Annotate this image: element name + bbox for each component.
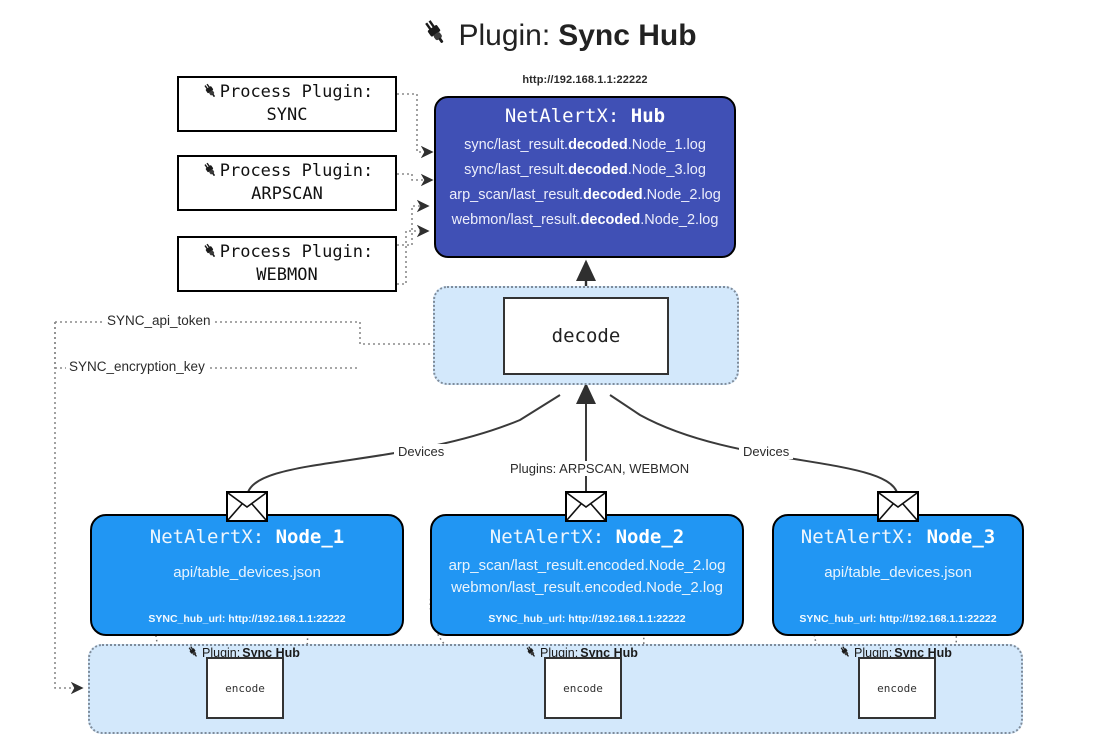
node-title: NetAlertX: Node_1 [92, 526, 402, 548]
node-title-prefix: NetAlertX: [149, 526, 265, 548]
hub-title-name: Hub [630, 105, 666, 127]
node-content-line: arp_scan/last_result.encoded.Node_2.log [448, 557, 726, 574]
edge-label-devices-left: Devices [394, 444, 449, 459]
page-title-prefix: Plugin: [458, 18, 551, 52]
process-plugin-name: WEBMON [256, 265, 318, 285]
encoder-label-prefix: Plugin: [202, 646, 241, 660]
node-footer: SYNC_hub_url: http://192.168.1.1:22222 [148, 613, 346, 625]
edge-label-plugins: Plugins: ARPSCAN, WEBMON [506, 461, 694, 476]
encode-box-3[interactable]: encode [858, 657, 936, 719]
encoder-label-prefix: Plugin: [854, 646, 893, 660]
hub-log-post: .Node_3.log [627, 161, 706, 178]
envelope-icon [226, 491, 268, 522]
hub-log-pre: webmon/last_result. [451, 211, 581, 228]
encoder-label-prefix: Plugin: [540, 646, 579, 660]
process-plugin-arpscan[interactable]: Process Plugin: ARPSCAN [177, 155, 397, 211]
hub-log-pre: sync/last_result. [464, 161, 569, 178]
encode-box-2[interactable]: encode [544, 657, 622, 719]
node-footer: SYNC_hub_url: http://192.168.1.1:22222 [488, 613, 686, 625]
node-title-prefix: NetAlertX: [489, 526, 605, 548]
page-title-name: Sync Hub [558, 18, 697, 52]
process-plugin-sync[interactable]: Process Plugin: SYNC [177, 76, 397, 132]
plug-icon [186, 645, 200, 661]
page-title: Plugin: Sync Hub [0, 16, 1117, 55]
hub-log-mid: decoded [568, 137, 628, 153]
hub-log-pre: sync/last_result. [464, 137, 569, 153]
hub-log-mid: decoded [568, 161, 628, 178]
node-title-name: Node_1 [275, 526, 345, 548]
node-content-line: api/table_devices.json [173, 564, 321, 581]
hub-log-line: sync/last_result.decoded.Node_1.log [436, 133, 734, 158]
edge-label-devices-right: Devices [739, 444, 794, 459]
hub-log-line: webmon/last_result.decoded.Node_2.log [436, 208, 734, 233]
hub-node[interactable]: NetAlertX: Hub sync/last_result.decoded.… [434, 96, 736, 258]
process-plugin-name: ARPSCAN [251, 184, 323, 204]
hub-url-label: http://192.168.1.1:22222 [522, 74, 648, 86]
node-title-name: Node_2 [615, 526, 685, 548]
plug-icon [838, 645, 852, 661]
node-1[interactable]: NetAlertX: Node_1 api/table_devices.json… [90, 514, 404, 636]
process-plugin-label: Process Plugin: [219, 242, 374, 263]
plug-icon [201, 161, 219, 182]
hub-log-post: .Node_2.log [640, 211, 719, 228]
envelope-icon [565, 491, 607, 522]
plug-icon [524, 645, 538, 661]
node-content-line: api/table_devices.json [824, 564, 972, 581]
node-title: NetAlertX: Node_3 [774, 526, 1022, 548]
sync-api-token-label: SYNC_api_token [104, 313, 214, 328]
envelope-icon [877, 491, 919, 522]
plug-icon [201, 82, 219, 103]
plug-icon [420, 18, 450, 57]
hub-log-post: .Node_1.log [627, 137, 706, 153]
node-title: NetAlertX: Node_2 [432, 526, 742, 548]
process-plugin-webmon[interactable]: Process Plugin: WEBMON [177, 236, 397, 292]
node-footer: SYNC_hub_url: http://192.168.1.1:22222 [799, 613, 997, 625]
decode-box[interactable]: decode [503, 297, 669, 375]
node-title-name: Node_3 [926, 526, 996, 548]
process-plugin-label: Process Plugin: [219, 161, 374, 182]
hub-log-post: .Node_2.log [642, 186, 721, 203]
encode-box-1[interactable]: encode [206, 657, 284, 719]
hub-title-prefix: NetAlertX: [504, 105, 620, 127]
hub-log-mid: decoded [580, 211, 641, 228]
process-plugin-name: SYNC [266, 105, 308, 125]
node-title-prefix: NetAlertX: [800, 526, 916, 548]
node-3[interactable]: NetAlertX: Node_3 api/table_devices.json… [772, 514, 1024, 636]
sync-encryption-key-label: SYNC_encryption_key [66, 359, 208, 374]
node-2[interactable]: NetAlertX: Node_2 arp_scan/last_result.e… [430, 514, 744, 636]
hub-title: NetAlertX: Hub [436, 105, 734, 127]
hub-log-line: arp_scan/last_result.decoded.Node_2.log [436, 183, 734, 208]
process-plugin-label: Process Plugin: [219, 82, 374, 103]
hub-log-line: sync/last_result.decoded.Node_3.log [436, 158, 734, 183]
node-content-line: webmon/last_result.encoded.Node_2.log [451, 579, 723, 596]
hub-log-pre: arp_scan/last_result. [449, 186, 583, 203]
plug-icon [201, 242, 219, 263]
hub-log-mid: decoded [582, 186, 643, 203]
